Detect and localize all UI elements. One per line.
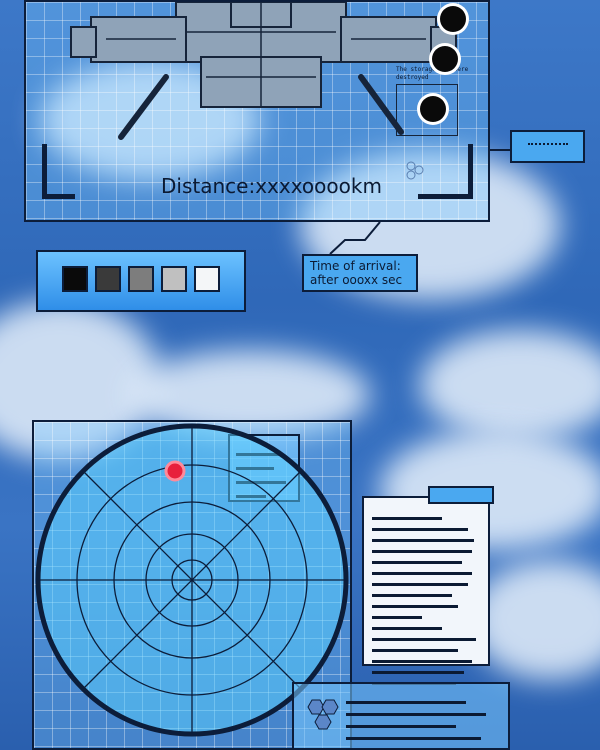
placeholder-text-line [372, 530, 482, 542]
connector-line [329, 149, 510, 255]
indicator-dot [440, 6, 466, 32]
cloud [130, 350, 370, 440]
spaceship-image [70, 2, 457, 140]
grayscale-swatch [128, 266, 154, 292]
arrival-time-line1: Time of arrival: [310, 259, 401, 273]
placeholder-text-line [346, 704, 496, 716]
hexagon-cluster-icon [307, 699, 339, 730]
placeholder-lines [528, 143, 568, 149]
placeholder-text-line [372, 541, 482, 553]
placeholder-text-line [372, 596, 482, 608]
destroyed-note: The storage ... were destroyed [396, 66, 469, 81]
placeholder-text-line [372, 662, 482, 674]
placeholder-text-line [372, 651, 482, 663]
bottom-data-panel [292, 682, 510, 750]
grayscale-swatch [194, 266, 220, 292]
placeholder-text-line [346, 692, 496, 704]
placeholder-text-line [372, 563, 482, 575]
frame-bracket-top-right [418, 144, 473, 199]
placeholder-text-line [372, 519, 482, 531]
distance-readout: Distance:xxxxooookm [161, 174, 382, 198]
radar-blip-icon [164, 460, 186, 482]
frame-bracket-top-left [42, 144, 75, 199]
placeholder-text-line [372, 508, 482, 520]
cloud [470, 560, 600, 680]
placeholder-text-line [346, 716, 496, 728]
indicator-dot [432, 46, 458, 72]
arrival-time-box: Time of arrival: after oooxx sec [302, 254, 418, 292]
placeholder-text-line [372, 618, 482, 630]
ship-viewer-panel: Distance:xxxxooookm The storage ... were… [24, 0, 490, 222]
side-mini-panel [510, 130, 585, 163]
placeholder-text-line [372, 585, 482, 597]
arrival-time-line2: after oooxx sec [310, 273, 403, 287]
cloud [420, 330, 600, 440]
info-sub-panel [396, 84, 458, 136]
cloud [0, 300, 160, 460]
grayscale-swatch [95, 266, 121, 292]
indicator-dot [420, 96, 446, 122]
log-text-panel [362, 496, 490, 685]
hexagon-cluster-icon [406, 161, 424, 180]
grayscale-swatch-panel [36, 250, 246, 312]
placeholder-text-line [372, 629, 482, 641]
grayscale-swatch [62, 266, 88, 292]
placeholder-text-line [346, 728, 496, 740]
placeholder-text-line [372, 607, 482, 619]
radar-scope [35, 423, 349, 737]
placeholder-text-line [372, 640, 482, 652]
placeholder-text-line [372, 673, 482, 685]
placeholder-text-line [372, 574, 482, 586]
grayscale-swatch [161, 266, 187, 292]
placeholder-text-line [346, 740, 496, 750]
log-panel-tab [428, 486, 494, 504]
placeholder-text-line [372, 552, 482, 564]
